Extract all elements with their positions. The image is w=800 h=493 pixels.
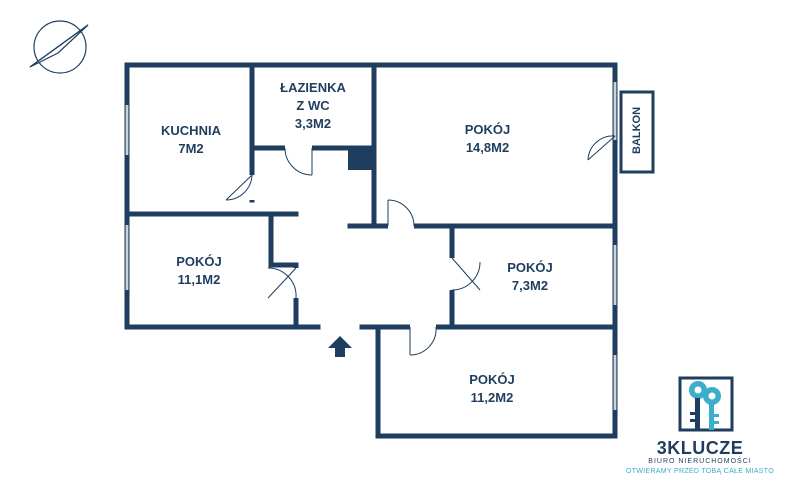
entrance-arrow-icon	[328, 336, 352, 357]
door-swing	[451, 257, 481, 291]
room-label-pokoj-11-2: POKÓJ 11,2M2	[448, 371, 536, 407]
room-name: Z WC	[296, 98, 330, 113]
keys-logo-icon	[678, 376, 734, 432]
room-area: 14,8M2	[465, 140, 510, 155]
ventilation-shaft	[348, 150, 372, 170]
room-name: POKÓJ	[464, 122, 511, 137]
room-name: ŁAZIENKA	[280, 80, 346, 95]
balkon-label: BALKON	[631, 106, 643, 154]
door-swing	[387, 199, 415, 227]
room-name: POKÓJ	[176, 254, 222, 269]
room-name: POKÓJ	[469, 372, 515, 387]
room-name: POKÓJ	[507, 260, 553, 275]
room-name: KUCHNIA	[161, 123, 221, 138]
company-logo: 3KLUCZE BIURO NIERUCHOMOŚCI OTWIERAMY PR…	[620, 372, 780, 482]
door-swing	[587, 135, 616, 161]
logo-name: 3KLUCZE	[656, 438, 744, 458]
balkon-box	[619, 90, 655, 174]
logo-tagline: OTWIERAMY PRZED TOBĄ CAŁE MIASTO	[626, 468, 774, 475]
room-label-kuchnia: KUCHNIA 7M2	[150, 122, 232, 158]
door-swing	[409, 326, 437, 356]
compass-icon	[29, 20, 89, 74]
room-area: 3,3M2	[294, 116, 332, 131]
room-area: 11,2M2	[470, 390, 514, 405]
room-label-pokoj-14: POKÓJ 14,8M2	[440, 121, 535, 157]
logo-subtitle: BIURO NIERUCHOMOŚCI	[648, 458, 752, 465]
wall-room2-right	[268, 211, 299, 330]
room-area: 7,3M2	[511, 278, 549, 293]
room-label-pokoj-7-3: POKÓJ 7,3M2	[490, 259, 570, 295]
room-area: 7M2	[178, 141, 204, 156]
room-label-lazienka: ŁAZIENKA Z WC 3,3M2	[264, 79, 362, 133]
door-swing	[284, 147, 313, 176]
room-label-pokoj-11-1: POKÓJ 11,1M2	[155, 253, 243, 289]
door-swing	[225, 174, 253, 201]
outer-wall-right-lower	[375, 227, 618, 439]
door-swing	[267, 267, 297, 299]
outer-wall	[124, 62, 618, 233]
room-area: 11,1M2	[177, 272, 221, 287]
